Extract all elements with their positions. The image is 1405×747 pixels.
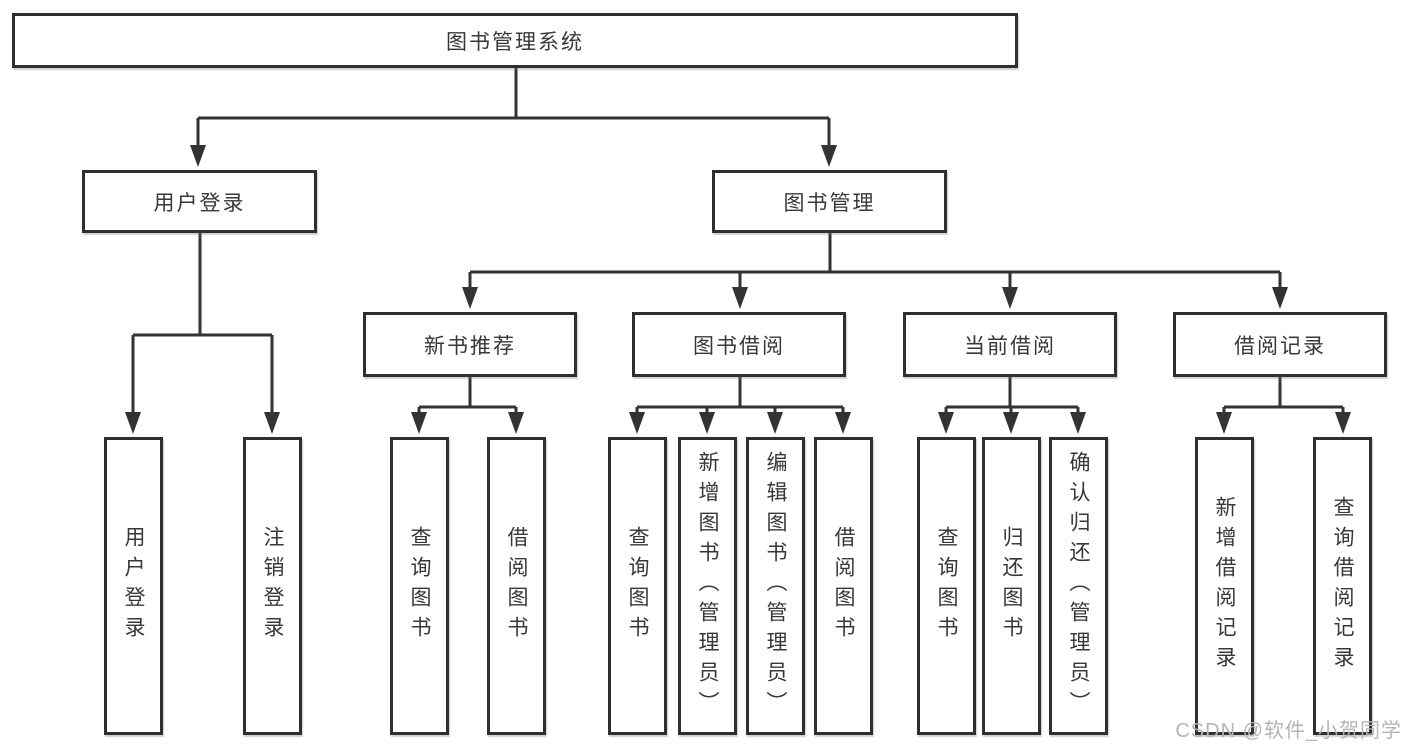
- node-label: 新增图书（管理员）: [696, 451, 719, 721]
- node-label: 图书管理系统: [446, 30, 584, 54]
- node-label: 查询图书: [935, 526, 958, 646]
- arrowhead-icon: [190, 145, 206, 167]
- watermark-text: CSDN @软件_小贺同学: [1175, 720, 1402, 742]
- node-book-management-system: 图书管理系统: [12, 13, 1018, 68]
- arrowhead-icon: [1002, 287, 1018, 309]
- node-label: 图书管理: [783, 191, 876, 215]
- node-label: 当前借阅: [964, 334, 1056, 358]
- node-label: 注销登录: [261, 526, 284, 646]
- arrowhead-icon: [1335, 412, 1351, 434]
- node-label: 确认归还（管理员）: [1067, 451, 1090, 721]
- arrowhead-icon: [821, 145, 837, 167]
- arrowhead-icon: [125, 412, 141, 434]
- node-label: 查询图书: [626, 526, 649, 646]
- arrowhead-icon: [629, 412, 645, 434]
- leaf-query-books-3: 查询图书: [917, 437, 976, 735]
- leaf-add-books-admin: 新增图书（管理员）: [678, 437, 737, 735]
- arrowhead-icon: [462, 287, 478, 309]
- leaf-confirm-return-admin: 确认归还（管理员）: [1049, 437, 1108, 735]
- arrowhead-icon: [835, 412, 851, 434]
- arrowhead-icon: [1216, 412, 1232, 434]
- arrowhead-icon: [1272, 287, 1288, 309]
- arrowhead-icon: [1070, 412, 1086, 434]
- arrowhead-icon: [767, 412, 783, 434]
- leaf-borrow-books-2: 借阅图书: [814, 437, 873, 735]
- node-label: 图书借阅: [693, 334, 785, 358]
- node-label: 新书推荐: [424, 334, 516, 358]
- arrowhead-icon: [699, 412, 715, 434]
- leaf-borrow-books-1: 借阅图书: [487, 437, 546, 735]
- node-label: 借阅图书: [832, 526, 855, 646]
- leaf-return-books: 归还图书: [982, 437, 1041, 735]
- node-label: 借阅记录: [1234, 334, 1326, 358]
- node-label: 查询借阅记录: [1331, 496, 1354, 676]
- node-new-book-recommend: 新书推荐: [363, 312, 577, 377]
- leaf-edit-books-admin: 编辑图书（管理员）: [746, 437, 805, 735]
- node-borrowing-records: 借阅记录: [1173, 312, 1387, 377]
- node-label: 归还图书: [1000, 526, 1023, 646]
- arrowhead-icon: [938, 412, 954, 434]
- arrowhead-icon: [508, 412, 524, 434]
- node-current-borrowing: 当前借阅: [903, 312, 1117, 377]
- arrowhead-icon: [732, 287, 748, 309]
- node-label: 新增借阅记录: [1213, 496, 1236, 676]
- leaf-add-borrow-record: 新增借阅记录: [1195, 437, 1254, 735]
- arrowhead-icon: [264, 412, 280, 434]
- node-user-login: 用户登录: [82, 170, 317, 233]
- leaf-query-books-1: 查询图书: [390, 437, 449, 735]
- leaf-query-books-2: 查询图书: [608, 437, 667, 735]
- node-label: 用户登录: [153, 191, 246, 215]
- node-book-management: 图书管理: [712, 170, 947, 233]
- node-label: 编辑图书（管理员）: [764, 451, 787, 721]
- leaf-query-borrow-record: 查询借阅记录: [1313, 437, 1372, 735]
- node-book-borrowing: 图书借阅: [632, 312, 846, 377]
- node-label: 查询图书: [408, 526, 431, 646]
- leaf-logout: 注销登录: [243, 437, 302, 735]
- node-label: 用户登录: [122, 526, 145, 646]
- arrowhead-icon: [1003, 412, 1019, 434]
- arrowhead-icon: [411, 412, 427, 434]
- leaf-user-login: 用户登录: [104, 437, 163, 735]
- node-label: 借阅图书: [505, 526, 528, 646]
